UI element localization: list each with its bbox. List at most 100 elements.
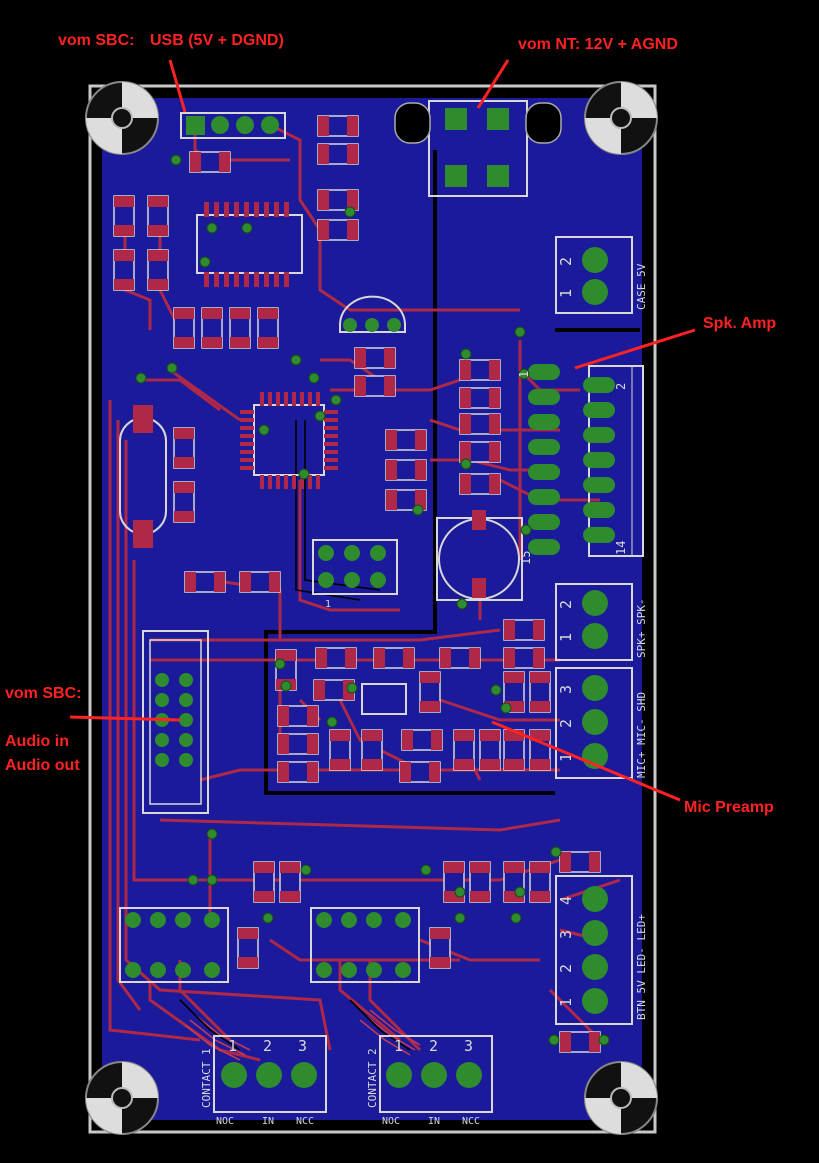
- silk-amp-pin2: 2: [614, 383, 628, 390]
- smd-part: [530, 701, 550, 712]
- via: [412, 504, 424, 516]
- annotation-arrows: [69, 59, 696, 802]
- smd-part: [530, 672, 550, 683]
- smd-part: [254, 891, 274, 902]
- silk-btn-pin1: 1: [557, 998, 575, 1007]
- via: [166, 362, 178, 374]
- smd-part: [114, 196, 134, 207]
- smd-part: [202, 337, 222, 348]
- smd-part: [278, 706, 289, 726]
- silk-case-pin1: 1: [557, 289, 575, 298]
- smd-part: [307, 706, 318, 726]
- smd-part: [504, 620, 515, 640]
- silk-c2-ncc: NCC: [462, 1116, 480, 1127]
- smd-part: [258, 308, 278, 319]
- silk-case-pin2: 2: [557, 257, 575, 266]
- smd-part: [280, 862, 300, 873]
- via: [520, 524, 532, 536]
- relay-1: [119, 907, 229, 983]
- smd-part: [185, 572, 196, 592]
- smd-part: [318, 144, 329, 164]
- smd-part: [318, 190, 329, 210]
- smd-part: [190, 152, 201, 172]
- silk-btn-pin2: 2: [557, 964, 575, 973]
- silk-contact2: CONTACT 2: [366, 1048, 379, 1108]
- smd-part: [230, 308, 250, 319]
- via: [206, 222, 218, 234]
- smd-part: [530, 862, 550, 873]
- silk-amp-pin1: 1: [517, 371, 531, 378]
- ic-driver: [196, 202, 303, 287]
- via: [262, 912, 274, 924]
- smd-part: [258, 337, 278, 348]
- silk-amp-pin14: 14: [614, 541, 628, 555]
- smd-part: [431, 730, 442, 750]
- via: [510, 912, 522, 924]
- smd-part: [174, 337, 194, 348]
- silk-c2-pin2: 2: [429, 1037, 438, 1055]
- silk-c1-ncc: NCC: [296, 1116, 314, 1127]
- via: [514, 886, 526, 898]
- smd-part: [347, 116, 358, 136]
- smd-part: [415, 490, 426, 510]
- smd-part: [384, 348, 395, 368]
- smd-part: [307, 762, 318, 782]
- smd-part: [174, 428, 194, 439]
- silk-mic-pin1: 1: [557, 753, 575, 762]
- smd-part: [504, 730, 524, 741]
- smd-part: [460, 388, 471, 408]
- smd-part: [415, 460, 426, 480]
- silk-case-5v: CASE 5V: [635, 263, 648, 310]
- smd-part: [174, 457, 194, 468]
- silk-c2-pin3: 3: [464, 1037, 473, 1055]
- smd-part: [355, 348, 366, 368]
- smd-part: [460, 474, 471, 494]
- terminal-btn-led: [555, 875, 633, 1025]
- smd-part: [420, 701, 440, 712]
- smd-part: [114, 250, 134, 261]
- smd-part: [489, 474, 500, 494]
- silk-spk: SPK+ SPK-: [635, 598, 648, 658]
- smd-part: [345, 648, 356, 668]
- silk-c1-pin3: 3: [298, 1037, 307, 1055]
- smd-part: [560, 1032, 571, 1052]
- smd-part: [318, 116, 329, 136]
- smd-part: [314, 680, 325, 700]
- smd-part: [238, 928, 258, 939]
- smd-part: [469, 648, 480, 668]
- via: [274, 658, 286, 670]
- annot-audio-out: Audio out: [5, 757, 80, 774]
- silk-spk-pin1: 1: [557, 633, 575, 642]
- annot-usb-label: USB (5V + DGND): [150, 32, 284, 49]
- smd-part: [330, 730, 350, 741]
- buzzer: [436, 510, 523, 601]
- annot-spk-amp: Spk. Amp: [703, 315, 777, 332]
- smd-part: [386, 430, 397, 450]
- smd-part: [386, 490, 397, 510]
- smd-part: [347, 190, 358, 210]
- via: [199, 256, 211, 268]
- via: [420, 864, 432, 876]
- via: [456, 598, 468, 610]
- smd-part: [374, 648, 385, 668]
- smd-part: [530, 759, 550, 770]
- via: [280, 680, 292, 692]
- transistor: [339, 295, 406, 333]
- smd-part: [415, 430, 426, 450]
- opamp: [361, 683, 407, 715]
- smd-part: [240, 572, 251, 592]
- smd-part: [504, 672, 524, 683]
- silk-c2-pin1: 1: [394, 1037, 403, 1055]
- smd-part: [219, 152, 230, 172]
- smd-part: [454, 759, 474, 770]
- smd-part: [504, 759, 524, 770]
- smd-part: [403, 648, 414, 668]
- via: [187, 874, 199, 886]
- smd-part: [278, 734, 289, 754]
- smd-part: [355, 376, 366, 396]
- smd-part: [444, 862, 464, 873]
- smd-part: [470, 862, 490, 873]
- smd-part: [504, 891, 524, 902]
- via: [518, 368, 530, 380]
